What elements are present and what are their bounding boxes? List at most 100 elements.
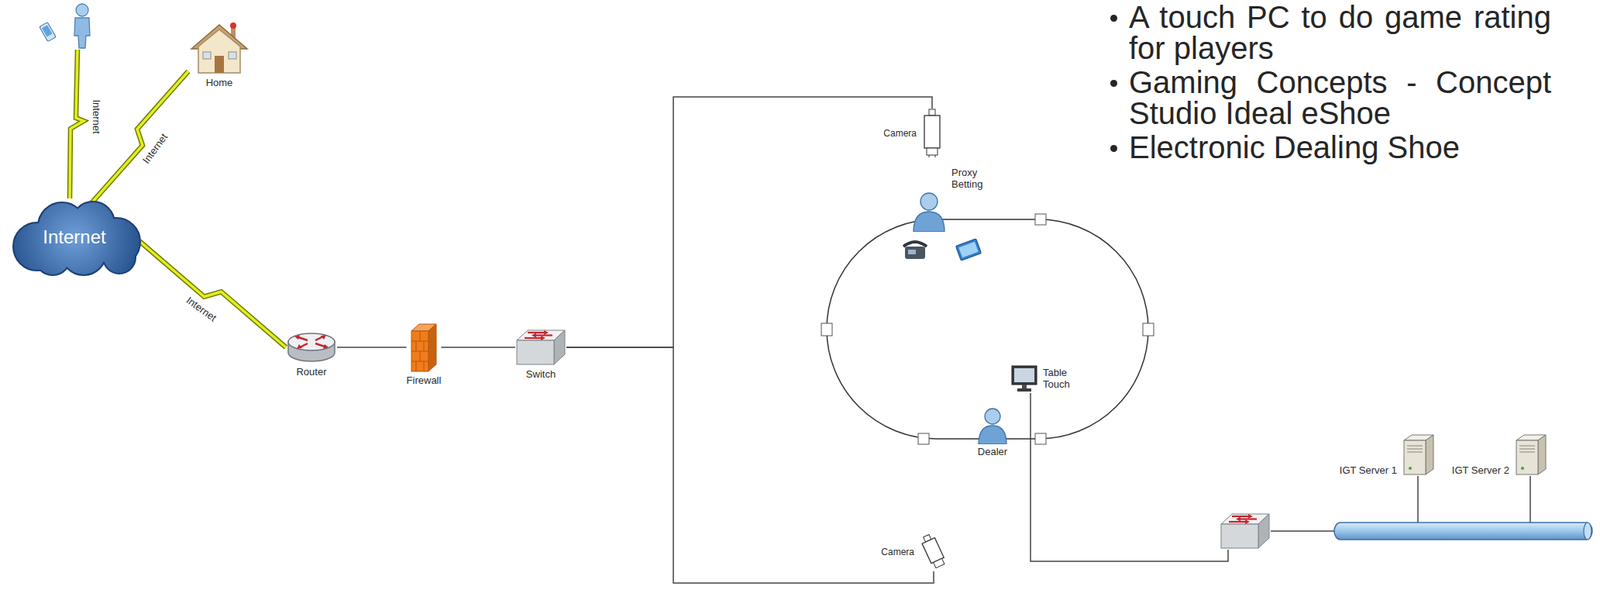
cable-line [440, 346, 516, 348]
switch-icon [531, 333, 537, 338]
label-group: Camera [880, 546, 915, 558]
device-label: Firewall [406, 374, 442, 386]
server-bus [1334, 522, 1593, 540]
server-icon [1400, 432, 1435, 476]
monitor-icon [1011, 365, 1037, 385]
touch-pc: Table Touch [1009, 364, 1082, 393]
desk-phone [904, 246, 926, 259]
mobile-phone [39, 22, 56, 42]
camv-icon [935, 154, 936, 158]
label-group: Switch [526, 368, 556, 380]
network-switch [1245, 519, 1250, 524]
switch-icon [524, 332, 553, 338]
server-icon [1407, 445, 1423, 452]
network-switch [1221, 523, 1259, 548]
network-switch [1258, 513, 1270, 548]
server-icon [1407, 451, 1423, 453]
label-group: Firewall [406, 374, 442, 386]
busts-icon [984, 408, 1001, 424]
switch-icon [524, 337, 542, 339]
server-icon [1520, 466, 1525, 470]
busts-icon [975, 405, 1010, 444]
house-icon [230, 22, 237, 29]
camt-icon [919, 532, 947, 569]
table-cable [1529, 475, 1532, 523]
desk-phone [903, 241, 927, 247]
gaming-table [821, 213, 1154, 444]
link-label-holder: Internet [184, 294, 220, 324]
house-icon [228, 51, 237, 59]
bullet-dot [1110, 144, 1118, 152]
server-icon [1516, 440, 1539, 475]
firewall-icon [423, 340, 425, 351]
bullet-dot [1110, 14, 1118, 22]
firewall-icon [411, 330, 429, 372]
network-cable [566, 96, 933, 348]
router-icon [294, 334, 300, 340]
label-group: Table Touch [1042, 366, 1082, 390]
server-icon [1407, 448, 1423, 450]
bolt-core [91, 71, 189, 204]
network-cable [566, 347, 934, 583]
server-icon [1408, 466, 1412, 470]
house-icon [214, 55, 224, 73]
label-group: Proxy Betting [951, 189, 1000, 214]
bolt-outline [91, 71, 189, 204]
server-node: IGT Server 2 [1452, 432, 1548, 476]
router-icon [320, 334, 327, 340]
camv-icon [920, 108, 944, 159]
table-cable [1270, 529, 1335, 532]
bust-icon [910, 189, 948, 232]
proxy-player: Proxy Betting [910, 189, 1000, 232]
label-group: Camera [883, 127, 917, 140]
label-group: IGT Server 1 [1339, 464, 1397, 476]
gaming-table [821, 323, 833, 336]
server-icon [1513, 432, 1548, 476]
link-label-holder: Internet [140, 130, 170, 166]
router-icon [288, 333, 335, 351]
note-text: Gaming Concepts - Concept Studio Ideal e… [1128, 66, 1552, 129]
label-group: Router [295, 365, 327, 378]
router-icon [315, 343, 325, 347]
network-switch [1221, 513, 1270, 548]
label-group: Dealer [977, 445, 1008, 458]
network-switch [1235, 516, 1241, 522]
cloud-shape [103, 241, 135, 273]
bullet-dot [1110, 79, 1118, 87]
server-icon [1407, 445, 1423, 447]
bust-icon [920, 192, 938, 210]
camt-icon [918, 532, 950, 572]
server-bus [1334, 522, 1593, 540]
server-icon [1519, 448, 1535, 450]
device-label: Camera [883, 127, 917, 140]
internet-cloud: Internet [6, 198, 143, 276]
remote-user [75, 3, 89, 17]
tablet [955, 238, 981, 261]
table-cable [1030, 392, 1229, 561]
network-switch [1248, 513, 1253, 519]
switch-icon [540, 335, 546, 341]
firewall-icon [419, 350, 421, 362]
link-label: Internet [90, 99, 103, 134]
device-label: Router [295, 365, 327, 378]
switch-icon [553, 330, 565, 365]
server-icon [1519, 445, 1535, 447]
router-icon [294, 334, 329, 349]
camv-icon [929, 109, 936, 116]
bolt-outline [139, 240, 286, 348]
server-bus [1583, 522, 1592, 540]
camt-icon [933, 557, 945, 568]
router-icon [298, 336, 325, 348]
camera-node: Camera [880, 532, 950, 572]
house-icon [198, 29, 241, 73]
firewall-icon [416, 340, 417, 351]
gaming-table [1035, 433, 1047, 444]
internet-link [91, 71, 189, 204]
cloud-shape [103, 241, 135, 273]
server-icon [1538, 434, 1546, 475]
note-text: Electronic Dealing Shoe [1128, 131, 1552, 163]
link-label-holder: Internet [90, 99, 103, 134]
network-switch [1235, 513, 1253, 524]
internet-link [139, 240, 286, 348]
note-item: Electronic Dealing Shoe [1128, 131, 1552, 163]
